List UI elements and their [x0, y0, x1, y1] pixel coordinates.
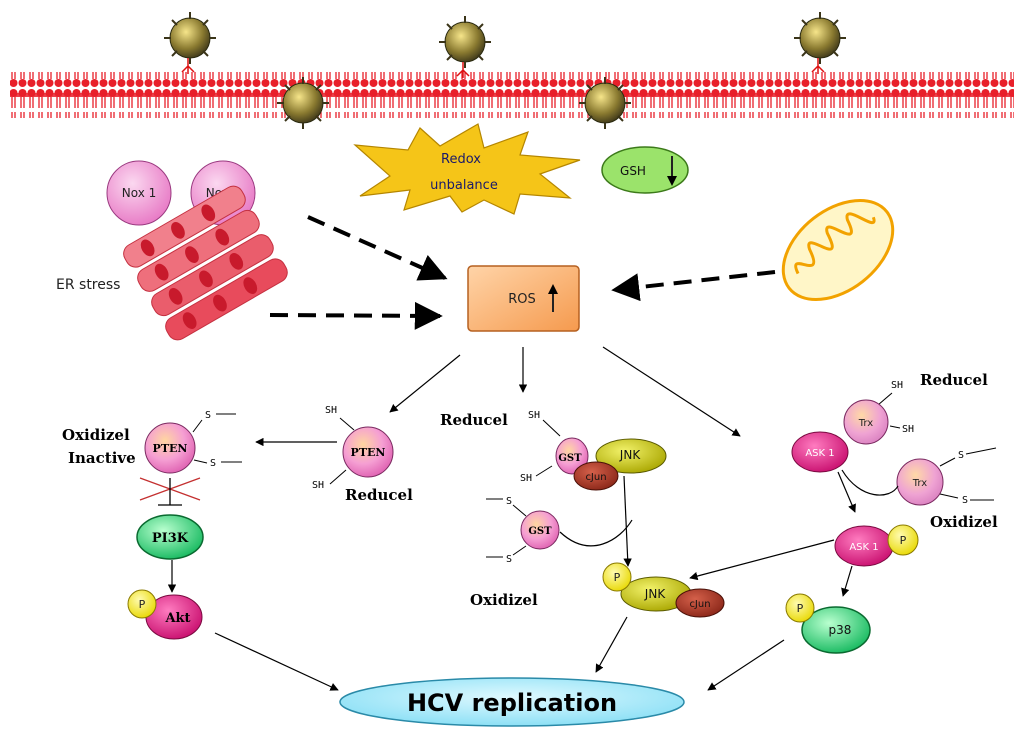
- phospho-label: P: [797, 602, 804, 615]
- cell-membrane: [10, 72, 1014, 118]
- s-label: S: [958, 450, 964, 461]
- hcv-virion-5: [579, 77, 631, 129]
- trx-label: Trx: [858, 418, 873, 429]
- er-stress-label: ER stress: [56, 277, 120, 293]
- reduced-label-trx: Reducel: [920, 371, 988, 389]
- trx-oxidized-label: Trx: [912, 478, 927, 489]
- arrow-ask1-activation: [837, 471, 856, 513]
- gst-jnk-reduced-complex: SH SH GST JNK cJun: [520, 410, 667, 491]
- phospho-label: P: [900, 534, 907, 547]
- redox-label-line2: unbalance: [430, 178, 498, 193]
- inhibition-cross-icon: [139, 477, 201, 506]
- oxidized-label-gst: Oxidizel: [470, 591, 538, 609]
- hcv-virion-1: [164, 12, 216, 74]
- hcv-replication-node: HCV replication: [339, 677, 685, 727]
- sh-label: SH: [902, 424, 914, 435]
- cjun-label: cJun: [585, 472, 606, 483]
- gst-oxidized-node: S S GST Oxidizel: [470, 496, 633, 609]
- ros-label: ROS: [508, 292, 536, 307]
- trx-oxidized-node: Trx S S Oxidizel: [841, 447, 998, 531]
- pten-reduced-label: PTEN: [351, 446, 386, 459]
- endoplasmic-reticulum-icon: [123, 185, 288, 341]
- gst-label: GST: [558, 453, 582, 464]
- mitochondrion-icon: [781, 198, 895, 302]
- sh-label: SH: [312, 480, 324, 491]
- oxidized-label-trx: Oxidizel: [930, 513, 998, 531]
- pten-reduced-node: PTEN SH SH Reducel: [312, 405, 413, 504]
- ask1-label: ASK 1: [849, 542, 878, 553]
- oxidized-inactive-line1: Oxidizel: [62, 426, 130, 444]
- sh-label: SH: [325, 405, 337, 416]
- reduced-label-pten: Reducel: [345, 486, 413, 504]
- redox-unbalance-star: Redox unbalance: [353, 123, 581, 215]
- sh-label: SH: [520, 473, 532, 484]
- akt-label: Akt: [164, 611, 190, 626]
- nox1-label: Nox 1: [122, 186, 157, 200]
- ask1-label: ASK 1: [805, 448, 834, 459]
- gsh-node: GSH: [601, 146, 689, 194]
- s-label: S: [205, 410, 211, 421]
- gsh-label: GSH: [620, 164, 646, 178]
- oxidized-inactive-line2: Inactive: [68, 449, 136, 467]
- pten-oxidized-node: Oxidizel Inactive PTEN S S: [62, 410, 242, 474]
- p-jnk-cjun-complex: P JNK cJun: [602, 562, 725, 618]
- phospho-label: P: [614, 571, 621, 584]
- reduced-label-gst: Reducel: [440, 411, 508, 429]
- pi3k-label: PI3K: [152, 531, 189, 546]
- gst-oxidized-label: GST: [528, 526, 552, 537]
- ros-output-arrows: [389, 346, 741, 437]
- trx-ask1-reduced-complex: SH SH Trx ASK 1: [791, 380, 914, 473]
- s-label: S: [506, 496, 512, 507]
- sh-label: SH: [528, 410, 540, 421]
- p38-label: p38: [829, 623, 852, 637]
- phospho-label: P: [139, 598, 146, 611]
- pi3k-node: PI3K: [136, 514, 204, 560]
- jnk-label: JNK: [644, 587, 667, 601]
- hcv-virion-3: [794, 12, 846, 74]
- p-p38-node: p38 P: [785, 593, 871, 654]
- s-label: S: [962, 495, 968, 506]
- hcv-virion-2: [439, 16, 491, 78]
- arrow-jnk-activation: [623, 475, 632, 567]
- redox-label-line1: Redox: [441, 152, 481, 167]
- arrow-ask1-p38: [841, 565, 853, 597]
- dashed-arrows: [269, 215, 776, 330]
- pten-oxidized-label: PTEN: [153, 442, 188, 455]
- arrow-ask1-jnk: [689, 539, 835, 581]
- cjun-label: cJun: [689, 599, 710, 610]
- ros-node: ROS: [467, 265, 580, 332]
- nox1-node: Nox 1: [106, 160, 172, 226]
- arrows-to-hcv: [214, 616, 785, 691]
- akt-node: Akt P: [127, 589, 203, 640]
- p-ask1-node: ASK 1 P: [834, 524, 919, 567]
- s-label: S: [210, 458, 216, 469]
- sh-label: SH: [891, 380, 903, 391]
- s-label: S: [506, 554, 512, 565]
- jnk-label: JNK: [619, 448, 642, 462]
- hcv-replication-label: HCV replication: [407, 689, 617, 717]
- hcv-virion-4: [277, 77, 329, 129]
